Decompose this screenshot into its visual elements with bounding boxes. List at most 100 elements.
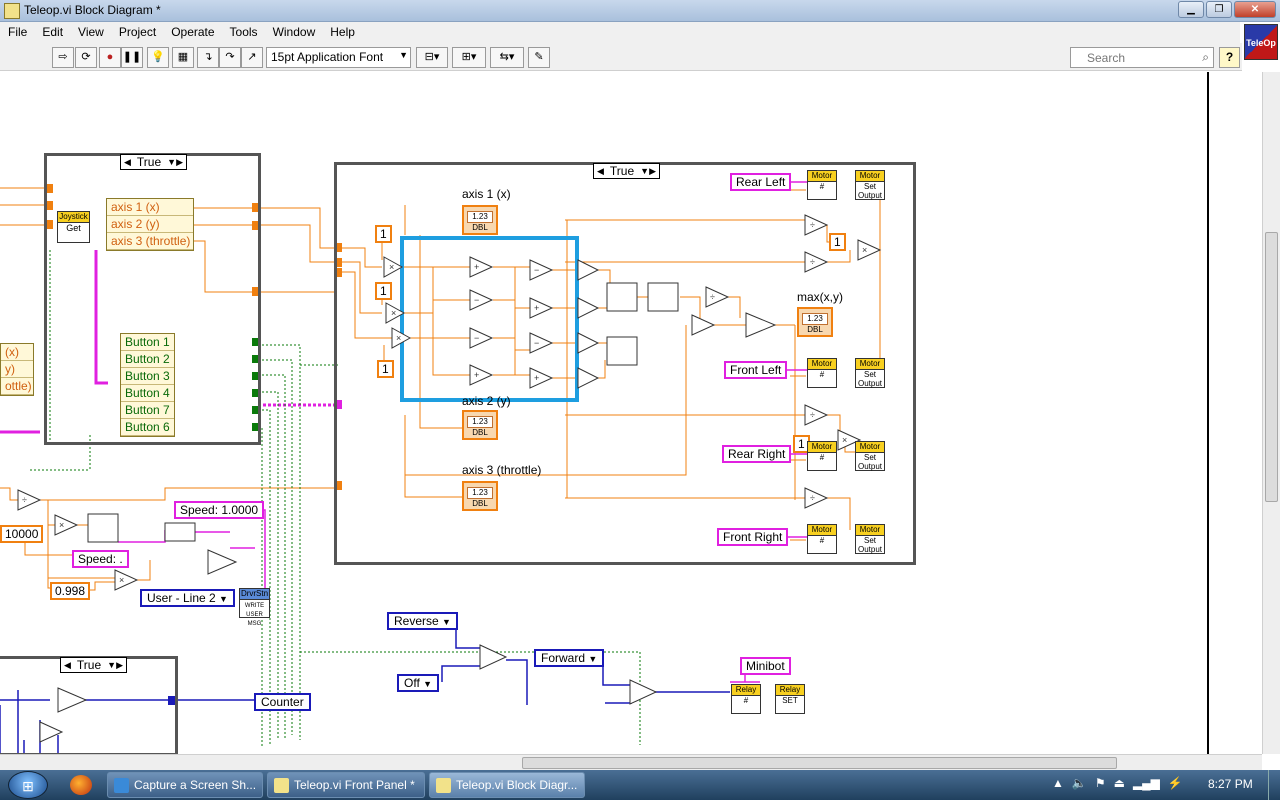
font-select[interactable]: 15pt Application Font ▼ (266, 47, 411, 68)
forward-enum[interactable]: Forward ▼ (534, 649, 605, 667)
run-continuously-icon[interactable]: ⟳ (75, 47, 97, 68)
menu-edit[interactable]: Edit (42, 25, 64, 39)
motor-ref-vi[interactable]: Motor# (807, 524, 837, 554)
retain-wire-values-icon[interactable]: ▦ (172, 47, 194, 68)
decrement-arrow-icon[interactable]: ◀ (64, 659, 71, 670)
numeric-constant[interactable]: 1 (375, 282, 392, 300)
speed-control[interactable]: Speed: 1.0000 (174, 501, 265, 519)
menu-view[interactable]: View (78, 25, 104, 39)
align-objects-icon[interactable]: ⊟▾ (416, 47, 448, 68)
offscreen-cluster[interactable]: (x) y) ottle) (0, 343, 34, 396)
start-button[interactable]: ⊞ (8, 771, 48, 799)
menu-project[interactable]: Project (118, 25, 157, 39)
motor-ref-vi[interactable]: Motor# (807, 170, 837, 200)
step-over-icon[interactable]: ↷ (219, 47, 241, 68)
taskbar-item-front-panel[interactable]: Teleop.vi Front Panel * (267, 772, 425, 798)
horizontal-scrollbar[interactable] (0, 754, 1262, 770)
menu-tools[interactable]: Tools (229, 25, 258, 39)
menu-operate[interactable]: Operate (171, 25, 215, 39)
case-selector-value: True (76, 658, 102, 672)
set-output-label: Set Output (857, 536, 882, 554)
axis-row: axis 2 (y) (107, 216, 193, 233)
taskbar-item-block-diagram[interactable]: Teleop.vi Block Diagr... (429, 772, 585, 798)
power-icon[interactable]: ⚡ (1167, 776, 1183, 790)
run-arrow-icon[interactable]: ⇨ (52, 47, 74, 68)
menu-help[interactable]: Help (330, 25, 355, 39)
show-hidden-icons-icon[interactable]: ▲ (1052, 776, 1064, 790)
motor-front-right[interactable]: Front Right (717, 528, 789, 546)
motor-rear-left[interactable]: Rear Left (730, 173, 792, 191)
restore-button[interactable]: ❐ (1206, 1, 1232, 18)
step-into-icon[interactable]: ↴ (197, 47, 219, 68)
vertical-scroll-thumb[interactable] (1265, 232, 1278, 502)
volume-icon[interactable]: 🔈 (1071, 776, 1087, 790)
increment-arrow-icon[interactable]: ▼▶ (167, 156, 183, 167)
case-selector-value: True (609, 164, 635, 178)
abort-icon[interactable]: ● (99, 47, 121, 68)
context-help-button[interactable]: ? (1219, 47, 1240, 68)
button-row: Button 4 (121, 385, 174, 402)
joystick-get-vi[interactable]: Joystick Get (57, 211, 90, 243)
chevron-down-icon: ▼ (442, 617, 451, 627)
counter-reference[interactable]: Counter (254, 693, 311, 711)
numeric-constant[interactable]: 1 (375, 225, 392, 243)
vi-connector-icon[interactable]: TeleOp (1244, 24, 1278, 60)
decrement-arrow-icon[interactable]: ◀ (597, 165, 604, 176)
motor-vi-header: Motor (808, 442, 836, 453)
buttons-unbundle[interactable]: Button 1 Button 2 Button 3 Button 4 Butt… (120, 333, 175, 437)
reverse-enum[interactable]: Reverse ▼ (387, 612, 458, 630)
firefox-icon[interactable] (70, 775, 92, 795)
numeric-constant[interactable]: 1 (377, 360, 394, 378)
font-select-value: 15pt Application Font (271, 50, 384, 64)
distribute-objects-icon[interactable]: ⊞▾ (452, 47, 486, 68)
show-desktop-button[interactable] (1268, 770, 1280, 800)
network-icon[interactable]: ▂▄▆ (1132, 776, 1160, 790)
close-button[interactable]: ✕ (1234, 1, 1276, 18)
motor-ref-vi[interactable]: Motor# (807, 441, 837, 471)
taskbar-item-capture[interactable]: Capture a Screen Sh... (107, 772, 263, 798)
numeric-constant[interactable]: 1 (829, 233, 846, 251)
clock[interactable]: 8:27 PM (1208, 777, 1253, 791)
relay-ref-vi[interactable]: Relay# (731, 684, 761, 714)
reorder-icon[interactable]: ⇆▾ (490, 47, 524, 68)
safely-remove-icon[interactable]: ⏏ (1113, 776, 1125, 790)
motor-front-left[interactable]: Front Left (724, 361, 788, 379)
pause-icon[interactable]: ❚❚ (121, 47, 143, 68)
clean-up-diagram-icon[interactable]: ✎ (528, 47, 550, 68)
motor-rear-right[interactable]: Rear Right (722, 445, 792, 463)
increment-arrow-icon[interactable]: ▼▶ (107, 659, 123, 670)
flag-icon[interactable]: ⚑ (1094, 776, 1106, 790)
decrement-arrow-icon[interactable]: ◀ (124, 156, 131, 167)
case-selector-bottom[interactable]: ◀ True ▼▶ (60, 657, 127, 673)
case-selector-drive[interactable]: ◀ True ▼▶ (593, 163, 660, 179)
constant-10000[interactable]: 10000 (0, 525, 44, 543)
menu-window[interactable]: Window (272, 25, 316, 39)
search-input[interactable]: Search ⌕ (1070, 47, 1214, 68)
constant-0998[interactable]: 0.998 (50, 582, 91, 600)
minibot-relay[interactable]: Minibot (740, 657, 791, 675)
motor-ref-vi[interactable]: Motor# (807, 358, 837, 388)
highlight-execution-icon[interactable]: 💡 (147, 47, 169, 68)
menu-file[interactable]: File (8, 25, 28, 39)
off-enum[interactable]: Off ▼ (397, 674, 440, 692)
increment-arrow-icon[interactable]: ▼▶ (640, 165, 656, 176)
driver-station-write-vi[interactable]: DrvrStn WRITE USER MSG (239, 588, 270, 627)
user-line-enum[interactable]: User - Line 2 ▼ (140, 589, 235, 607)
vertical-scrollbar[interactable] (1262, 72, 1280, 754)
case-selector-joystick[interactable]: ◀ True ▼▶ (120, 154, 187, 170)
minimize-button[interactable]: ▁ (1178, 1, 1204, 18)
step-out-icon[interactable]: ↗ (241, 47, 263, 68)
axes-unbundle[interactable]: axis 1 (x) axis 2 (y) axis 3 (throttle) (106, 198, 194, 251)
horizontal-scroll-thumb[interactable] (522, 757, 1117, 769)
numeric-constant[interactable]: 1 (793, 435, 810, 453)
speed-label-constant[interactable]: Speed: . (72, 550, 129, 568)
